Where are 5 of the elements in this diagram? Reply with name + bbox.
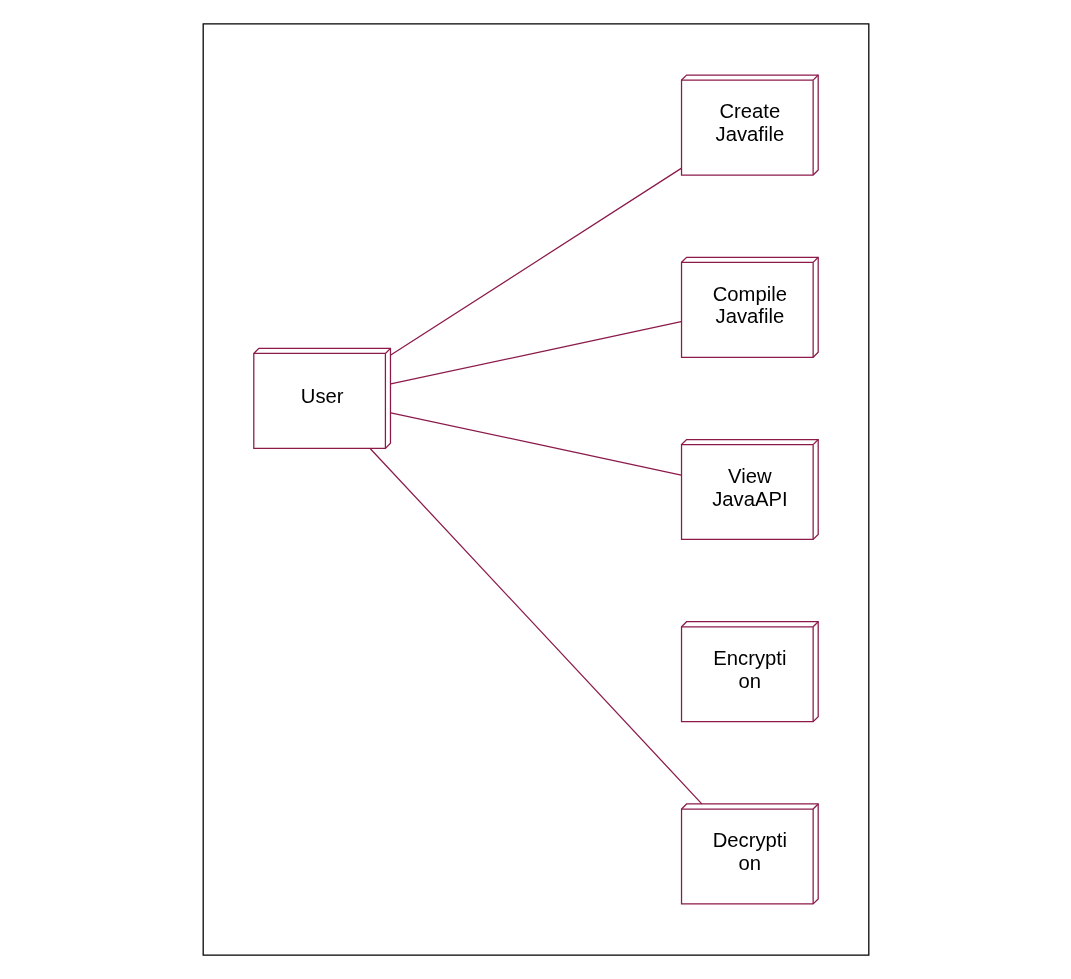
cluster xyxy=(202,23,869,956)
connector xyxy=(389,321,682,385)
connector xyxy=(389,412,682,476)
connector xyxy=(389,167,682,356)
connector xyxy=(369,447,702,805)
